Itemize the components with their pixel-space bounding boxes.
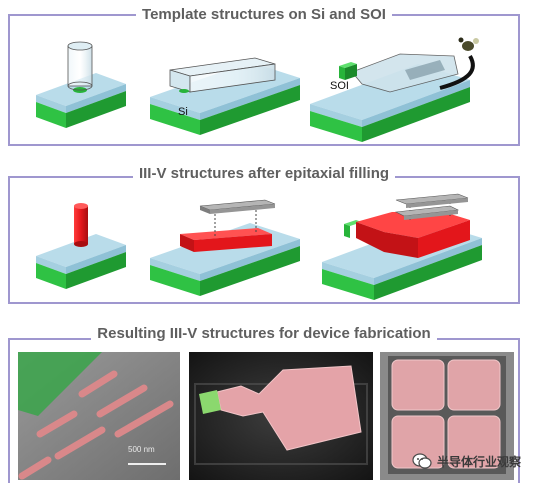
contact-pad-front [200, 206, 210, 214]
iii-v-square [391, 359, 445, 411]
si-front [150, 104, 200, 135]
si-substrate-region [18, 352, 102, 416]
precursor-atom [473, 38, 479, 44]
block-si-lateral-template [150, 57, 300, 135]
label-soi: SOI [330, 80, 349, 92]
soi-seed-front [344, 224, 350, 238]
sem-image-arrays [380, 352, 514, 480]
sem-image-nanowires-art [18, 352, 180, 480]
block-filled-lateral [150, 199, 300, 296]
oxide-front [150, 258, 200, 281]
block-filled-nanowire [36, 203, 126, 289]
iii-v-nanowire-base [74, 241, 88, 247]
panel-title-3: Resulting III-V structures for device fa… [0, 325, 528, 343]
iii-v-nanowire [74, 206, 88, 244]
iii-v-fill-top [356, 212, 470, 238]
contact-pad-side [210, 204, 275, 214]
panel-title-1: Template structures on Si and SOI [0, 6, 528, 24]
si-front [36, 102, 66, 128]
cavity-shadow [405, 60, 445, 80]
sem-image-device-art [189, 352, 373, 480]
schematic-artwork [36, 37, 482, 300]
oxide-side [362, 80, 470, 127]
oxide-side [66, 245, 126, 274]
si-front [322, 269, 374, 300]
scale-bar-label: 500 nm [128, 445, 155, 454]
precursor-molecule [462, 41, 474, 51]
oxide-front [36, 256, 66, 274]
contact-pad-side [404, 210, 458, 220]
iii-v-fill-side [418, 220, 470, 258]
contact-pad-side [406, 198, 468, 208]
si-side [66, 252, 126, 289]
tube-bottom [67, 81, 93, 91]
block-si-nanowire-template [36, 41, 126, 128]
si-side [200, 85, 300, 135]
block-soi-template [310, 37, 479, 142]
watermark: 半导体行业观察 [412, 450, 548, 472]
oxide-front [322, 262, 374, 285]
tube-top [67, 41, 93, 51]
soi-seed-side [345, 64, 357, 80]
panel-title-3-text: Resulting III-V structures for device fa… [91, 325, 437, 342]
wechat-icon [412, 453, 432, 469]
fill-arrow [439, 55, 475, 90]
oxide-front [310, 104, 362, 127]
si-side [374, 245, 482, 300]
precursor-atom [458, 37, 464, 43]
block-filled-soi [322, 193, 482, 300]
si-side [66, 91, 126, 128]
iii-v-wire-end [180, 234, 194, 252]
tube-template [67, 45, 93, 87]
sem-image-arrays-art [380, 352, 514, 480]
oxide-side [66, 84, 126, 113]
sem-image-nanowires: 500 nm [18, 352, 180, 480]
iii-v-nanowire-top [74, 203, 88, 209]
iii-v-square [391, 415, 445, 469]
oxide-side [374, 238, 482, 285]
si-side [362, 87, 470, 142]
soi-seed-top [344, 220, 362, 226]
si-front [310, 111, 362, 142]
soi-seed-front [339, 66, 345, 80]
iii-v-cavity-fill [216, 365, 362, 451]
oxide-side [200, 239, 300, 281]
panel-title-1-text: Template structures on Si and SOI [136, 6, 392, 23]
panel-title-2-text: III-V structures after epitaxial filling [132, 165, 396, 182]
watermark-text: 半导体行业观察 [437, 454, 522, 469]
seed-opening [179, 89, 189, 93]
iii-v-fill-front [356, 222, 418, 258]
oxide-top [36, 234, 126, 267]
label-si: Si [178, 106, 188, 118]
si-side [200, 246, 300, 296]
channel-side [189, 63, 276, 93]
soi-seed-top [339, 62, 357, 68]
si-front [36, 263, 66, 289]
oxide-front [150, 97, 200, 120]
nanowire-array [18, 370, 174, 480]
panel-title-2: III-V structures after epitaxial filling [0, 165, 528, 183]
iii-v-square [447, 359, 501, 411]
iii-v-square [447, 415, 501, 469]
si-seed [199, 390, 221, 414]
oxide-side [200, 78, 300, 120]
si-front [150, 265, 200, 296]
sem-image-device [189, 352, 373, 480]
iii-v-wire-top [180, 228, 272, 240]
iii-v-wire-side [194, 234, 272, 252]
oxide-front [36, 95, 66, 113]
